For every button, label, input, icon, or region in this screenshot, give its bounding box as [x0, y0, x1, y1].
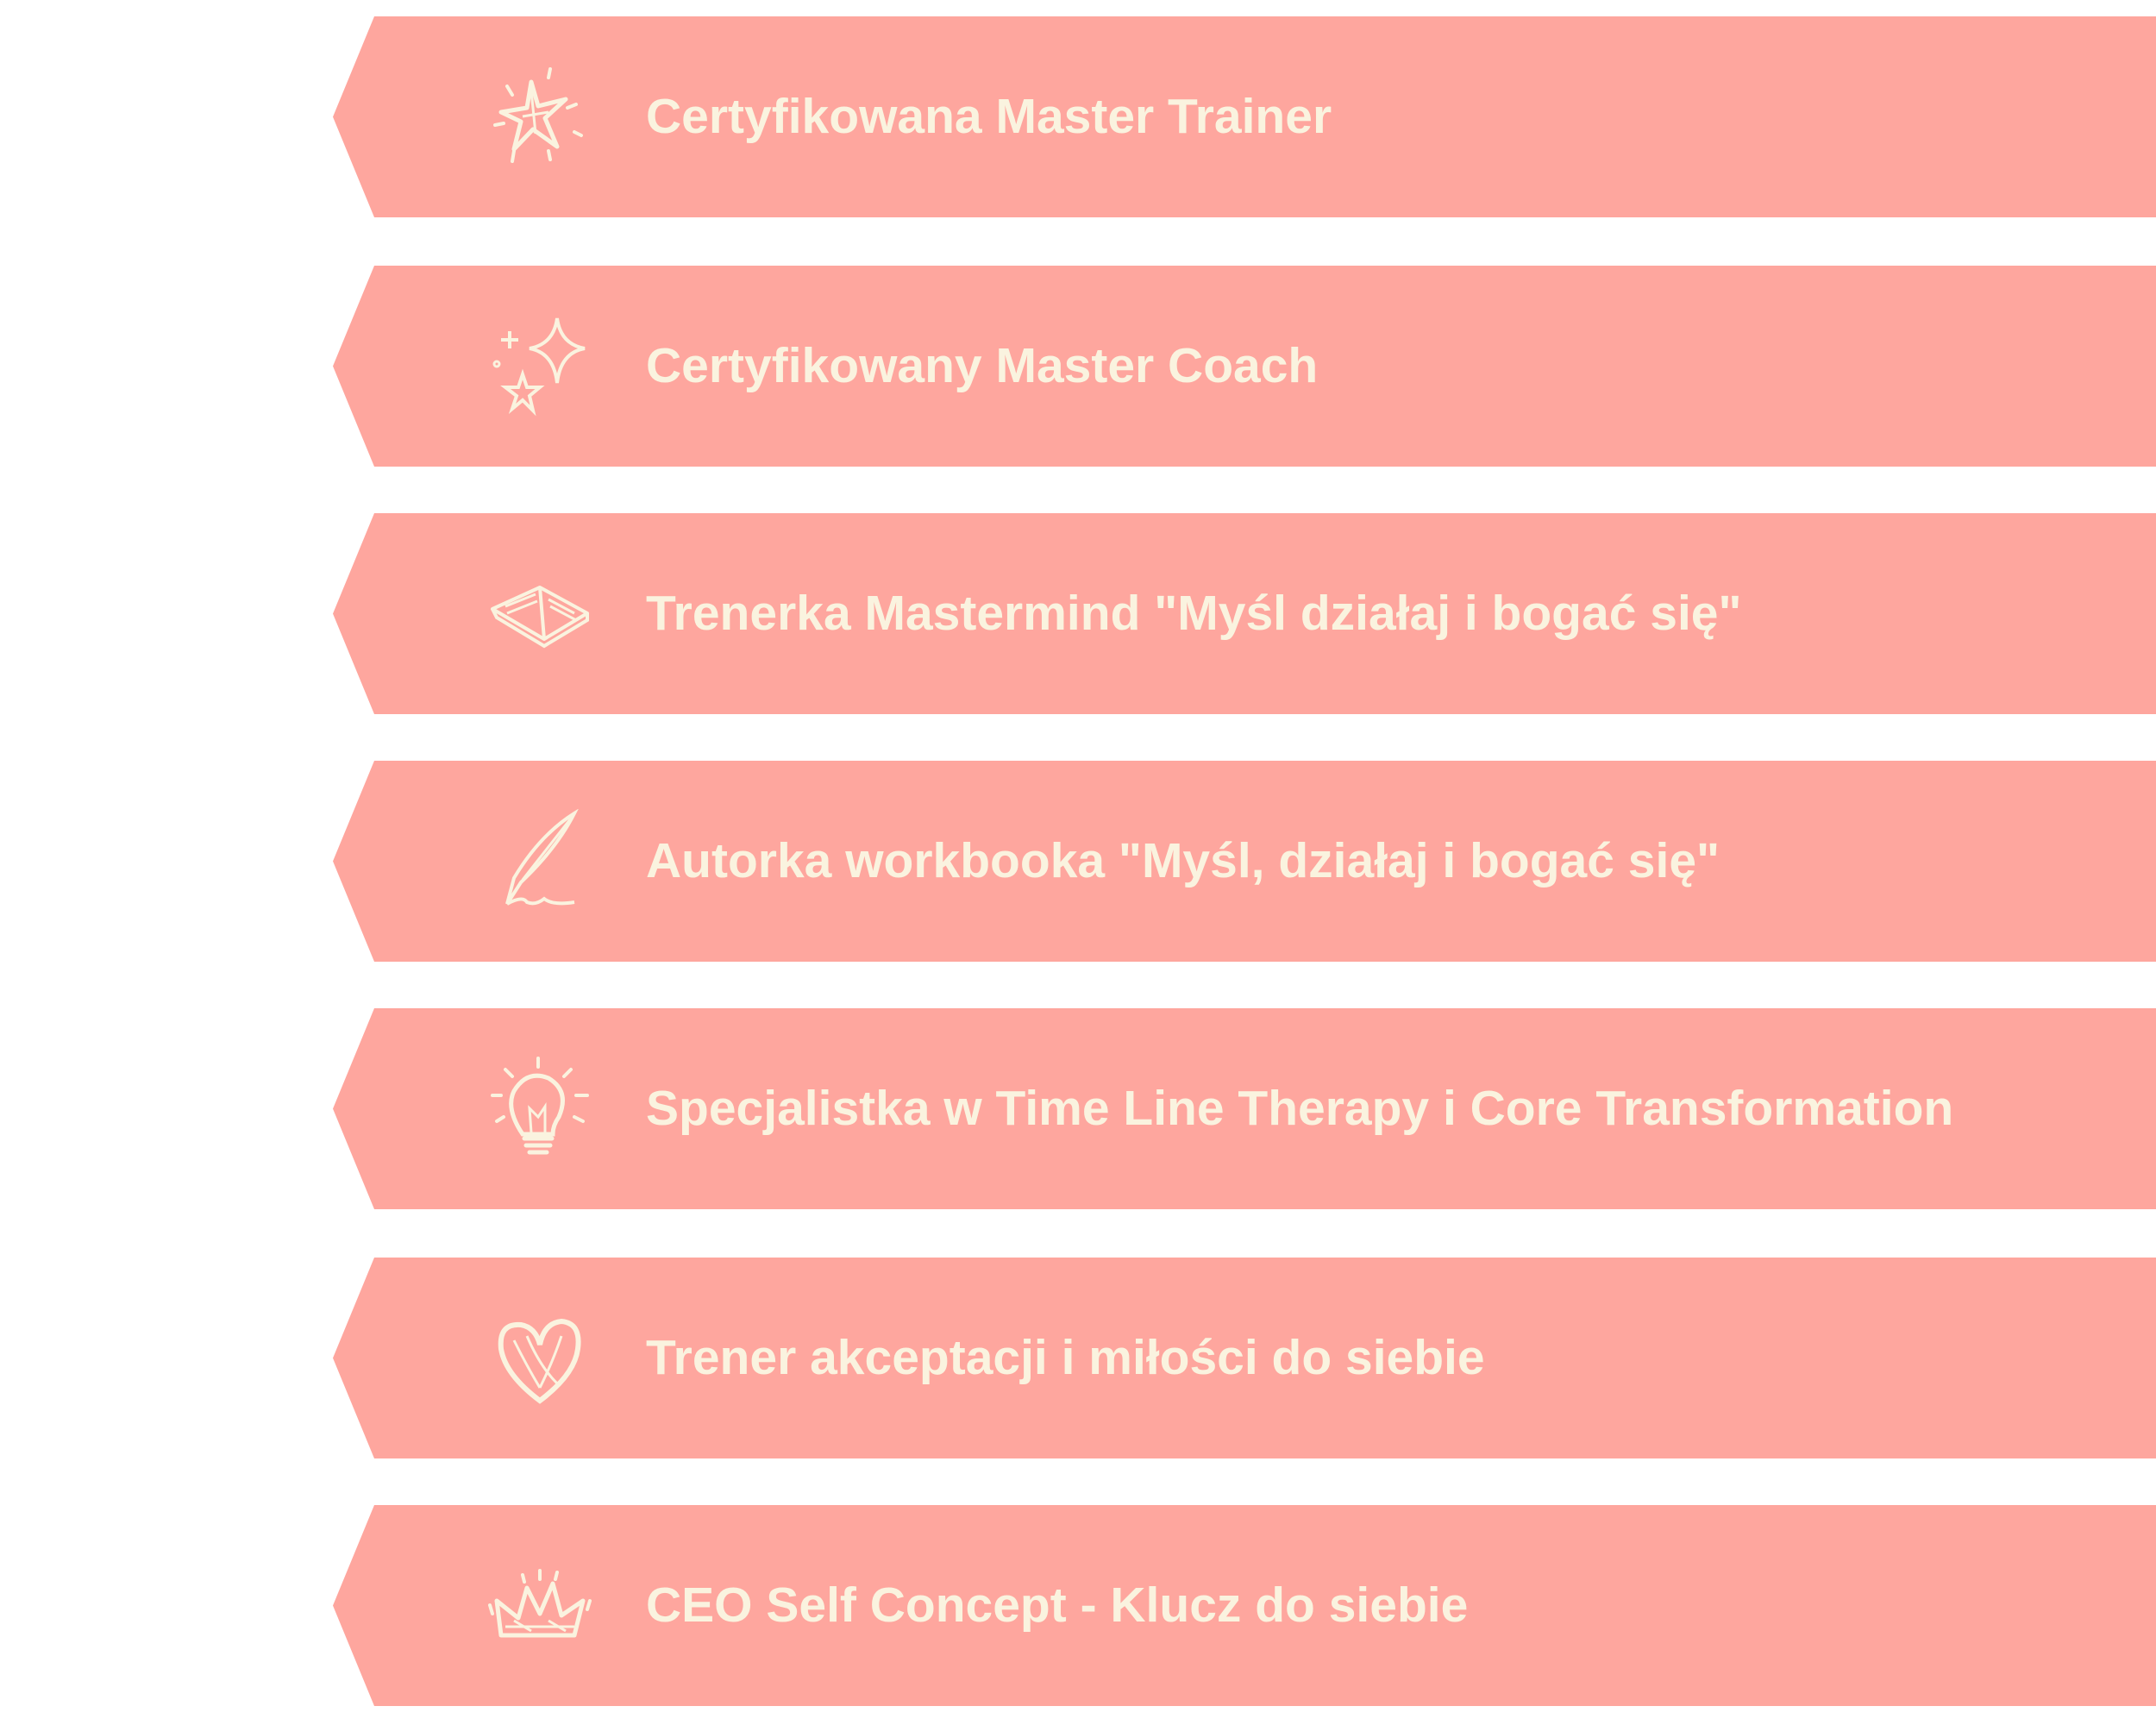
- credential-banner: CEO Self Concept - Klucz do siebie: [333, 1505, 2156, 1706]
- credential-label: Certyfikowana Master Trainer: [646, 89, 1332, 144]
- lightbulb-icon: [491, 1057, 589, 1155]
- credential-banner: Trener akceptacji i miłości do siebie: [333, 1258, 2156, 1458]
- quill-pen-icon: [505, 809, 579, 906]
- credential-banner: Certyfikowana Master Trainer: [333, 16, 2156, 217]
- banner-shape: [333, 266, 2156, 467]
- credential-banner: Certyfikowany Master Coach: [333, 266, 2156, 467]
- credential-label: Certyfikowany Master Coach: [646, 338, 1319, 393]
- credential-label: Trener akceptacji i miłości do siebie: [646, 1330, 1485, 1385]
- credential-banner: Trenerka Mastermind "Myśl działaj i boga…: [333, 513, 2156, 714]
- credential-label: Autorka workbooka "Myśl, działaj i bogać…: [646, 833, 1720, 888]
- credential-banner: Specjalistka w Time Line Therapy i Core …: [333, 1008, 2156, 1209]
- banner-shape: [333, 761, 2156, 962]
- banner-shape: [333, 513, 2156, 714]
- heart-icon: [498, 1318, 581, 1404]
- star-icon: [493, 67, 583, 163]
- crown-icon: [488, 1569, 592, 1638]
- banner-shape: [333, 1505, 2156, 1706]
- banner-shape: [333, 1258, 2156, 1458]
- credential-label: Specjalistka w Time Line Therapy i Core …: [646, 1081, 1954, 1136]
- credential-label: Trenerka Mastermind "Myśl działaj i boga…: [646, 586, 1742, 641]
- credential-banner: Autorka workbooka "Myśl, działaj i bogać…: [333, 761, 2156, 962]
- sparkles-icon: [492, 317, 586, 417]
- open-book-icon: [491, 586, 589, 649]
- credential-label: CEO Self Concept - Klucz do siebie: [646, 1578, 1469, 1633]
- banner-shape: [333, 16, 2156, 217]
- banner-shape: [333, 1008, 2156, 1209]
